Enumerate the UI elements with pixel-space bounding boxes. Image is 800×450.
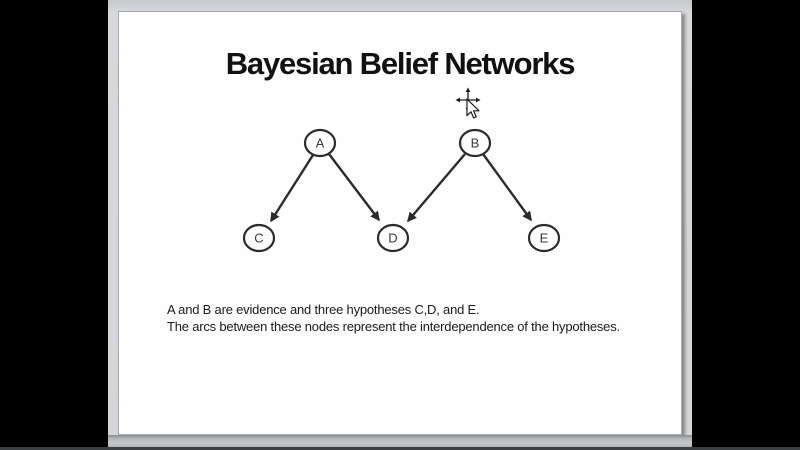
slide: Bayesian Belief Networks A B — [118, 11, 682, 435]
letterbox-right — [692, 0, 800, 447]
node-B: B — [458, 128, 492, 158]
edge-B-E — [482, 153, 532, 222]
node-C-label: C — [254, 231, 263, 246]
move-cursor-icon — [455, 87, 481, 119]
edge-A-C — [269, 154, 315, 223]
edge-B-D — [407, 153, 466, 223]
node-B-label: B — [471, 136, 480, 151]
bayesian-network-diagram: A B C D E — [242, 128, 561, 253]
letterbox-left — [0, 0, 108, 447]
node-E-label: E — [540, 231, 549, 246]
diagram-edges — [269, 153, 532, 223]
node-A-label: A — [316, 136, 325, 151]
node-D: D — [376, 223, 410, 253]
pointer-arrow — [466, 98, 480, 119]
slide-title: Bayesian Belief Networks — [225, 46, 576, 81]
caption-line-2: The arcs between these nodes represent t… — [167, 319, 620, 334]
caption-line-1: A and B are evidence and three hypothese… — [167, 302, 480, 317]
app-bottom-strip — [108, 435, 692, 448]
edge-A-D — [328, 153, 380, 222]
node-C: C — [242, 223, 276, 253]
node-D-label: D — [388, 231, 397, 246]
player-bottom-line — [0, 447, 800, 450]
node-A: A — [303, 128, 337, 158]
node-E: E — [527, 223, 561, 253]
slide-caption: A and B are evidence and three hypothese… — [167, 301, 667, 335]
